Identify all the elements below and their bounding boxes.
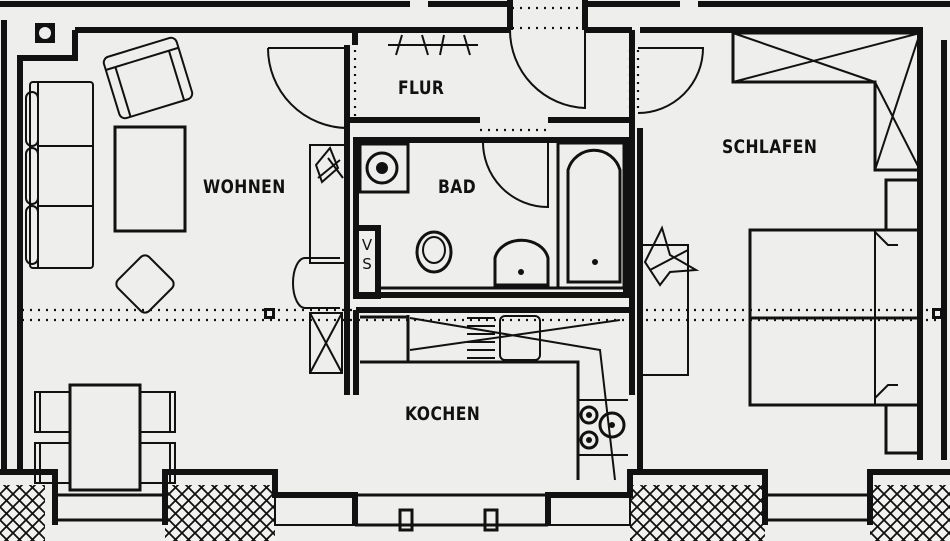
wardrobe	[731, 31, 922, 172]
vent-shaft-label-s: S	[362, 255, 372, 273]
side-table-diamond	[115, 254, 175, 314]
double-bed	[748, 178, 922, 455]
toilet	[415, 230, 453, 274]
flur-walls	[267, 29, 705, 395]
vent-shaft-label-v: V	[361, 236, 373, 254]
sink	[499, 315, 541, 361]
plant-wohnen	[309, 144, 347, 264]
chimney	[292, 257, 340, 309]
vent-shaft-label: V S	[360, 236, 374, 274]
outer-walls	[0, 0, 950, 470]
kitchen	[353, 307, 632, 481]
washbasin	[493, 238, 550, 287]
vent-shaft	[353, 225, 381, 299]
washing-machine	[358, 142, 410, 194]
room-label-schlafen: SCHLAFEN	[722, 136, 818, 158]
sofa	[25, 81, 94, 269]
bad-walls	[344, 128, 629, 395]
coffee-table	[113, 125, 187, 233]
room-label-bad: BAD	[438, 176, 477, 198]
plant-schlafen	[639, 225, 700, 376]
room-label-kochen: KOCHEN	[405, 403, 481, 425]
nightstand-bottom	[884, 403, 922, 455]
room-label-flur: FLUR	[398, 77, 445, 99]
stove	[578, 399, 628, 456]
storage-box	[309, 312, 343, 374]
nightstand-top	[884, 178, 922, 232]
dining-table-set	[34, 383, 176, 492]
room-label-wohnen: WOHNEN	[203, 176, 286, 198]
beam-line	[22, 308, 944, 322]
bathtub	[556, 141, 626, 290]
armchair	[102, 36, 194, 120]
exterior-wall-bottom	[0, 469, 950, 541]
